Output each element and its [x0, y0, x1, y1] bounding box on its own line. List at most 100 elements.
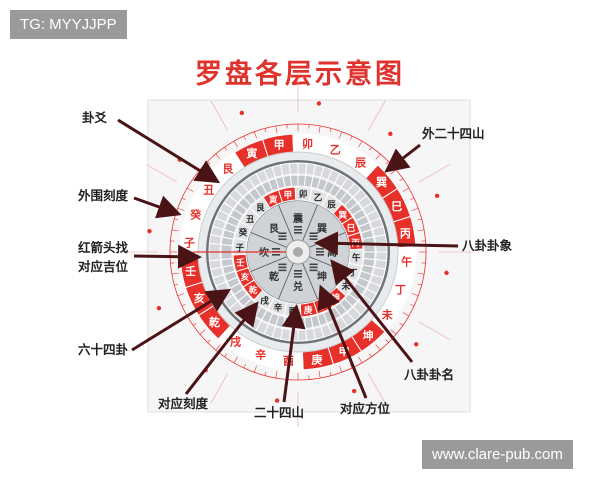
diagram-title: 罗盘各层示意图 — [195, 59, 405, 90]
scale-tick — [410, 304, 415, 307]
scale-tick — [233, 140, 238, 148]
inner-mountain-char: 卯 — [299, 189, 308, 200]
scale-tick — [417, 283, 422, 286]
scale-tick — [385, 339, 389, 343]
scale-dot — [444, 270, 449, 276]
scale-tick — [275, 125, 278, 133]
scale-tick — [243, 135, 246, 140]
inner-mountain-char: 乙 — [314, 194, 323, 204]
label-red-arrow-1: 红箭头找 — [78, 240, 129, 255]
scale-tick — [399, 178, 404, 182]
scale-tick — [253, 131, 257, 139]
trigram-symbol-line — [309, 266, 318, 269]
inner-mountain-char: 甲 — [284, 191, 293, 201]
scale-tick — [399, 322, 404, 326]
radial-line — [210, 100, 229, 131]
trigram-symbol-line — [309, 238, 318, 241]
trigram-divider — [302, 262, 318, 300]
inner-mountain-char: 丁 — [349, 269, 358, 279]
outer-mountain-char: 申 — [339, 344, 350, 358]
arrow-outer-scale — [133, 195, 182, 219]
outer-mountain-char: 寅 — [246, 146, 257, 160]
label-red-arrow-2: 对应吉位 — [78, 259, 129, 274]
outer-mountain-char: 坤 — [363, 328, 374, 342]
outer-mountain-char: 子 — [184, 237, 195, 250]
inner-mountain-char: 午 — [352, 253, 361, 264]
scale-tick — [339, 131, 343, 139]
scale-dot — [239, 110, 245, 116]
scale-tick — [233, 356, 238, 364]
scale-tick — [339, 365, 343, 373]
inner-mountain-char: 未 — [341, 281, 351, 292]
trigram-symbol-line — [316, 251, 324, 253]
scale-tick — [224, 353, 228, 358]
scale-tick — [215, 153, 221, 160]
arrow-bagua-symbols — [314, 231, 459, 256]
label-outer-scale: 外围刻度 — [78, 188, 129, 203]
watermark-top-left: TG: MYYJJPP — [10, 10, 127, 39]
inner-mountain-char: 丑 — [246, 215, 255, 225]
scale-tick — [174, 283, 179, 286]
trigram-name: 离 — [327, 246, 337, 259]
trigram-name: 巽 — [317, 223, 327, 235]
trigram-symbol-line — [278, 235, 287, 238]
trigram-symbol-line — [278, 232, 287, 235]
scale-tick — [215, 344, 221, 351]
scale-tick — [171, 272, 179, 275]
center-pin — [293, 247, 303, 257]
label-twenty-four-mountains: 二十四山 — [254, 405, 305, 420]
scale-tick — [368, 353, 372, 358]
outer-mountain-char: 辰 — [355, 157, 367, 170]
label-bagua-symbols: 八卦卦象 — [462, 238, 513, 253]
scale-tick — [318, 125, 321, 133]
gua-yao-cell — [289, 174, 299, 187]
label-outer-twenty-four-mountains: 外二十四山 — [422, 126, 485, 141]
scale-tick — [411, 293, 419, 297]
scale-tick — [402, 312, 410, 317]
scale-tick — [199, 329, 206, 335]
trigram-symbol-line — [278, 238, 287, 241]
arrow-matching-direction — [317, 284, 368, 399]
trigram-symbol-line — [316, 248, 324, 250]
radial-line — [367, 373, 386, 404]
arrow-red-arrow — [133, 244, 202, 269]
inner-mountain-segment — [262, 189, 283, 209]
scale-tick — [329, 371, 332, 376]
trigram-symbol-line — [309, 232, 318, 235]
scale-dot — [414, 342, 419, 347]
radial-line — [210, 373, 229, 404]
scale-tick — [177, 293, 185, 297]
scale-dot — [147, 228, 152, 234]
inner-mountain-char: 坤 — [331, 292, 340, 303]
inner-mountain-char: 亥 — [241, 272, 250, 283]
outer-mountain-char: 巳 — [391, 200, 402, 213]
outer-mountain-char: 丑 — [203, 183, 214, 196]
outer-mountain-char: 午 — [401, 254, 412, 268]
outer-mountain-char: 亥 — [194, 291, 205, 305]
trigram-symbol-line — [278, 263, 287, 266]
scale-tick — [275, 371, 278, 379]
inner-mountain-char: 辛 — [274, 302, 283, 313]
label-sixty-four-gua: 六十四卦 — [78, 342, 129, 357]
trigram-symbol-line — [294, 270, 302, 272]
scale-tick — [350, 364, 353, 369]
trigram-symbol-line — [309, 235, 318, 238]
scale-tick — [174, 218, 179, 221]
arrow-outer-twenty-four-mountains — [384, 143, 421, 173]
gua-yao-cell — [363, 243, 376, 253]
scale-dot — [156, 305, 162, 311]
trigram-name: 兑 — [293, 280, 303, 293]
scale-tick — [358, 356, 363, 364]
scale-tick — [192, 322, 197, 326]
trigram-symbol-line — [294, 229, 302, 231]
scale-dot — [388, 131, 393, 136]
outer-mountain-char: 丙 — [400, 227, 411, 240]
inner-mountain-char: 巳 — [347, 224, 356, 234]
scale-tick — [390, 329, 397, 335]
outer-mountain-char: 戌 — [230, 334, 241, 348]
trigram-symbol-line — [294, 273, 302, 275]
scale-tick — [417, 218, 422, 221]
scale-tick — [375, 344, 381, 351]
scale-tick — [417, 229, 425, 232]
outer-mountain-char: 壬 — [185, 264, 196, 278]
